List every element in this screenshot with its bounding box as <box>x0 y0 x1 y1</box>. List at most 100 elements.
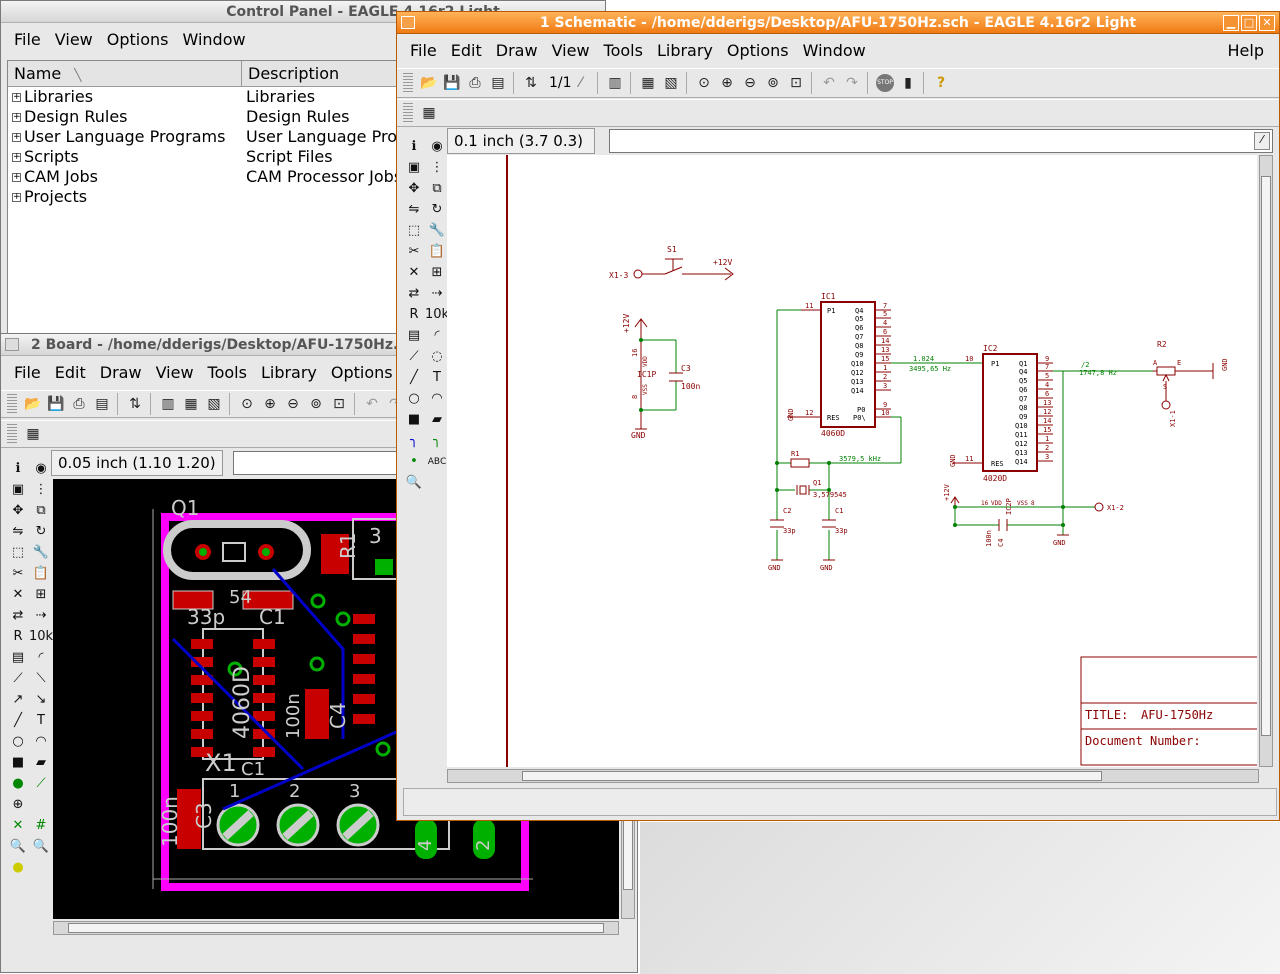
zoom-fit-icon[interactable]: ⊙ <box>241 396 253 412</box>
zoom-select-icon[interactable]: ⊡ <box>790 75 802 91</box>
gateswap-icon[interactable]: ⇢ <box>431 286 443 301</box>
menu-view[interactable]: View <box>551 41 590 60</box>
script-icon[interactable]: ⇅ <box>129 396 141 412</box>
scr-icon[interactable]: ▦ <box>184 396 198 412</box>
menu-tools[interactable]: Tools <box>207 363 247 382</box>
ulp-icon[interactable]: ▧ <box>664 75 678 91</box>
column-description[interactable]: Description <box>248 64 340 83</box>
menu-help[interactable]: Help <box>1227 41 1264 60</box>
menu-library[interactable]: Library <box>656 41 713 60</box>
menu-view[interactable]: View <box>155 363 194 382</box>
menu-draw[interactable]: Draw <box>495 41 538 60</box>
undo-icon[interactable]: ↶ <box>823 75 835 91</box>
cam-icon[interactable]: ▤ <box>95 396 109 412</box>
cut-icon[interactable]: ✂ <box>12 566 24 581</box>
expand-icon[interactable]: + <box>12 131 21 142</box>
mirror-icon[interactable]: ⇋ <box>408 202 420 217</box>
change-icon[interactable]: 🔧 <box>32 545 50 560</box>
erc-icon[interactable]: 🔍 <box>9 839 27 854</box>
expand-icon[interactable]: + <box>12 91 21 102</box>
open-icon[interactable]: 📂 <box>24 396 42 412</box>
sheet-selector[interactable]: 1/1⁄ <box>549 75 582 91</box>
board-switch-icon[interactable]: ⇅ <box>525 75 537 91</box>
replace-icon[interactable]: ⇄ <box>12 608 24 623</box>
go-icon[interactable]: ▮ <box>904 75 912 91</box>
group-icon[interactable]: ⬚ <box>407 223 421 238</box>
schematic-vertical-scrollbar[interactable] <box>1259 155 1273 767</box>
cam-icon[interactable]: ▤ <box>491 75 505 91</box>
menu-options[interactable]: Options <box>106 30 169 49</box>
menu-file[interactable]: File <box>410 41 437 60</box>
undo-icon[interactable]: ↶ <box>366 396 378 412</box>
split-icon[interactable]: ⟋ <box>13 671 23 686</box>
errors-icon[interactable]: ● <box>12 860 24 875</box>
name-icon[interactable]: R <box>409 307 419 322</box>
tree-row-ulp[interactable]: +User Language Programs User Language Pr… <box>12 127 414 146</box>
library-icon[interactable]: ▥ <box>608 75 622 91</box>
value-icon[interactable]: 10k <box>424 307 450 322</box>
print-icon[interactable]: ⎙ <box>73 396 85 412</box>
text-icon[interactable]: T <box>433 370 441 385</box>
polygon-icon[interactable]: ▰ <box>432 412 442 427</box>
rect-icon[interactable]: ■ <box>11 755 25 770</box>
zoom-in-icon[interactable]: ⊕ <box>721 75 733 91</box>
toolbar-grip[interactable] <box>7 424 17 444</box>
tree-row-design-rules[interactable]: +Design Rules Design Rules <box>12 107 350 126</box>
ulp-icon[interactable]: ▧ <box>207 396 221 412</box>
scr-icon[interactable]: ▦ <box>641 75 655 91</box>
menu-view[interactable]: View <box>54 30 93 49</box>
copy-icon[interactable]: ⧉ <box>432 181 442 196</box>
optimize-icon[interactable]: ⟍ <box>36 671 46 686</box>
delete-icon[interactable]: ✕ <box>12 587 24 602</box>
command-history-icon[interactable]: ⁄ <box>1254 132 1270 150</box>
wire-icon[interactable]: ╱ <box>14 713 22 728</box>
tree-row-cam-jobs[interactable]: +CAM Jobs CAM Processor Jobs <box>12 167 403 186</box>
grid-icon[interactable]: ▦ <box>422 105 436 121</box>
zoom-redraw-icon[interactable]: ⊚ <box>767 75 779 91</box>
smash-icon[interactable]: ▤ <box>407 328 421 343</box>
zoom-in-icon[interactable]: ⊕ <box>264 396 276 412</box>
menu-edit[interactable]: Edit <box>450 41 482 60</box>
rotate-icon[interactable]: ↻ <box>35 524 47 539</box>
save-icon[interactable]: 💾 <box>47 396 65 412</box>
paste-icon[interactable]: 📋 <box>32 566 50 581</box>
move-icon[interactable]: ✥ <box>408 181 420 196</box>
miter-icon[interactable]: ◜ <box>38 650 44 665</box>
wire-icon[interactable]: ╱ <box>410 370 418 385</box>
print-icon[interactable]: ⎙ <box>469 75 481 91</box>
expand-icon[interactable]: + <box>12 111 21 122</box>
invoke-icon[interactable]: ◌ <box>431 349 443 364</box>
tree-row-scripts[interactable]: +Scripts Script Files <box>12 147 333 166</box>
schematic-titlebar[interactable]: 1 Schematic - /home/dderigs/Desktop/AFU-… <box>397 12 1279 34</box>
redo-icon[interactable]: ↷ <box>846 75 858 91</box>
save-icon[interactable]: 💾 <box>443 75 461 91</box>
mirror-icon[interactable]: ⇋ <box>12 524 24 539</box>
junction-icon[interactable]: • <box>410 454 418 469</box>
zoom-redraw-icon[interactable]: ⊚ <box>310 396 322 412</box>
copy-icon[interactable]: ⧉ <box>36 503 46 518</box>
pinswap-icon[interactable]: ⇄ <box>408 286 420 301</box>
text-icon[interactable]: T <box>37 713 45 728</box>
move-icon[interactable]: ✥ <box>12 503 24 518</box>
redo-icon[interactable]: ↷ <box>389 396 401 412</box>
stop-icon[interactable]: STOP <box>874 72 896 94</box>
add-icon[interactable]: ⊞ <box>431 265 443 280</box>
show-icon[interactable]: ◉ <box>431 139 443 154</box>
miter-icon[interactable]: ◜ <box>434 328 440 343</box>
toolbar-grip[interactable] <box>403 103 413 123</box>
mark-icon[interactable]: ⋮ <box>34 482 48 497</box>
menu-tools[interactable]: Tools <box>603 41 643 60</box>
zoom-select-icon[interactable]: ⊡ <box>333 396 345 412</box>
close-button[interactable]: ✕ <box>1259 15 1275 31</box>
expand-icon[interactable]: + <box>12 171 21 182</box>
circle-icon[interactable]: ○ <box>12 734 24 749</box>
split-icon[interactable]: ⟋ <box>409 349 419 364</box>
polygon-icon[interactable]: ▰ <box>36 755 46 770</box>
library-icon[interactable]: ▥ <box>161 396 175 412</box>
board-horizontal-scrollbar[interactable] <box>53 921 619 935</box>
show-icon[interactable]: ◉ <box>35 461 47 476</box>
expand-icon[interactable]: + <box>12 151 21 162</box>
minimize-button[interactable]: ▁ <box>1223 15 1239 31</box>
ratsnest-icon[interactable]: ✕ <box>12 818 24 833</box>
ripup-icon[interactable]: ↘ <box>35 692 47 707</box>
